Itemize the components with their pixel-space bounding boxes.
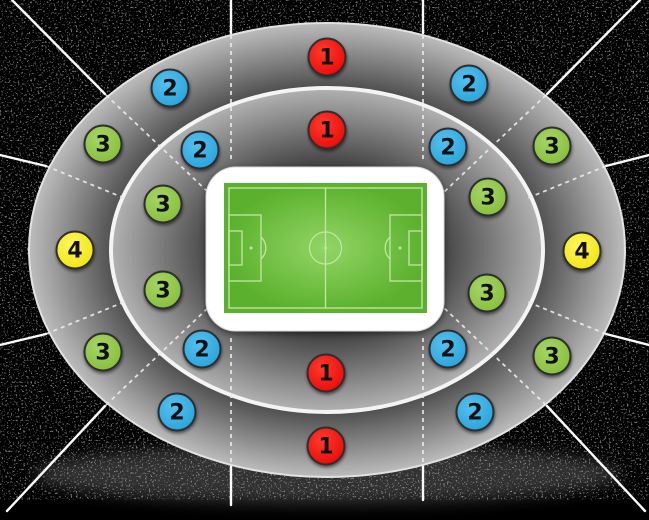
seat-badge-category-1-inner[interactable]: 1 [306,353,346,393]
pitch-right-penalty-arc [384,236,391,260]
seat-badge-number: 1 [319,46,334,71]
section-divider-dashed-line [527,165,607,199]
outside-divider-line [0,153,48,168]
section-divider-dashed-line [45,165,125,199]
seat-badge-circle [307,110,347,150]
seat-badge-circle [83,332,123,372]
outside-divider-line [545,0,642,96]
seat-badge-category-3-outer[interactable]: 3 [532,336,572,376]
seat-badge-circle [468,177,508,217]
seat-badge-circle [428,329,468,369]
seat-badge-number: 3 [95,341,110,366]
seat-badge-number: 2 [169,401,184,426]
seat-badge-category-1-inner[interactable]: 1 [307,110,347,150]
pitch-markings [228,187,423,309]
section-divider-lines [45,35,607,463]
seat-badge-number: 3 [95,133,110,158]
seat-badge-category-2-inner[interactable]: 2 [428,127,468,167]
seat-badge-number: 3 [480,186,495,211]
seat-badge-number: 3 [155,193,170,218]
seat-badge-category-3-outer[interactable]: 3 [83,124,123,164]
seat-badge-circle [562,231,602,271]
seat-badge-category-1-outer[interactable]: 1 [306,426,346,466]
pitch-left-penalty-arc [260,236,267,260]
pitch-center-spot [324,246,327,250]
seat-badge-number: 2 [461,73,476,98]
seat-badge-circle [467,273,507,313]
seat-badge-circle [143,184,183,224]
section-divider-dashed-line [45,301,125,335]
seat-badge-circle [455,392,495,432]
seat-badge-number: 3 [544,345,559,370]
seat-badge-number: 1 [318,435,333,460]
seat-badge-category-2-outer[interactable]: 2 [150,68,190,108]
outside-divider-line [545,404,647,513]
seat-badge-category-1-outer[interactable]: 1 [307,37,347,77]
seat-badge-number: 2 [194,338,209,363]
seat-badge-category-2-inner[interactable]: 2 [428,329,468,369]
seat-badge-number: 2 [162,77,177,102]
seat-badge-circle [143,270,183,310]
pitch-right-goal-area [408,230,423,266]
outside-divider-line [604,153,649,168]
seat-badge-number: 1 [319,119,334,144]
seat-badge-circle [532,336,572,376]
seat-badge-category-2-inner[interactable]: 2 [182,329,222,369]
seat-badge-circle [157,392,197,432]
seat-badge-number: 2 [440,136,455,161]
outside-divider-line [0,332,48,347]
seat-badge-category-3-inner[interactable]: 3 [467,273,507,313]
seat-badge-number: 2 [467,401,482,426]
seat-badge-number: 4 [67,239,82,264]
seat-badge-circle [182,329,222,369]
seat-badge-circle [180,130,220,170]
seat-badge-category-2-inner[interactable]: 2 [180,130,220,170]
pitch-right-penalty-spot [398,246,402,250]
seat-badge-category-3-inner[interactable]: 3 [143,270,183,310]
seat-badge-number: 3 [155,279,170,304]
seat-badge-category-4-outer[interactable]: 4 [562,231,602,271]
seat-badge-circle [449,64,489,104]
outside-divider-line [604,332,649,347]
seat-badge-category-2-outer[interactable]: 2 [455,392,495,432]
seat-badge-category-3-inner[interactable]: 3 [143,184,183,224]
pitch-center-circle [308,231,343,265]
seat-badge-circle [55,230,95,270]
outside-divider-line [10,0,107,96]
seat-badge-category-2-outer[interactable]: 2 [157,392,197,432]
seat-badge-circle [532,126,572,166]
seat-badge-circle [83,124,123,164]
seat-badge-circle [307,37,347,77]
pitch-left-goal-area [228,230,243,266]
section-divider-dashed-line [527,301,607,335]
seat-badge-category-4-outer[interactable]: 4 [55,230,95,270]
seat-badge-circle [306,353,346,393]
seat-badge-number: 3 [544,135,559,160]
seat-badge-category-3-outer[interactable]: 3 [83,332,123,372]
seat-badge-circle [428,127,468,167]
seat-badge-circle [150,68,190,108]
seat-badge-number: 2 [440,338,455,363]
seat-badge-number: 3 [479,282,494,307]
outside-divider-line [5,404,107,513]
seat-badge-category-3-outer[interactable]: 3 [532,126,572,166]
seat-badge-number: 2 [192,139,207,164]
seat-badge-category-2-outer[interactable]: 2 [449,64,489,104]
seat-badge-number: 1 [318,362,333,387]
seat-badge-number: 4 [574,240,589,265]
seat-badge-category-3-inner[interactable]: 3 [468,177,508,217]
pitch-left-penalty-spot [249,246,253,250]
seat-badge-circle [306,426,346,466]
